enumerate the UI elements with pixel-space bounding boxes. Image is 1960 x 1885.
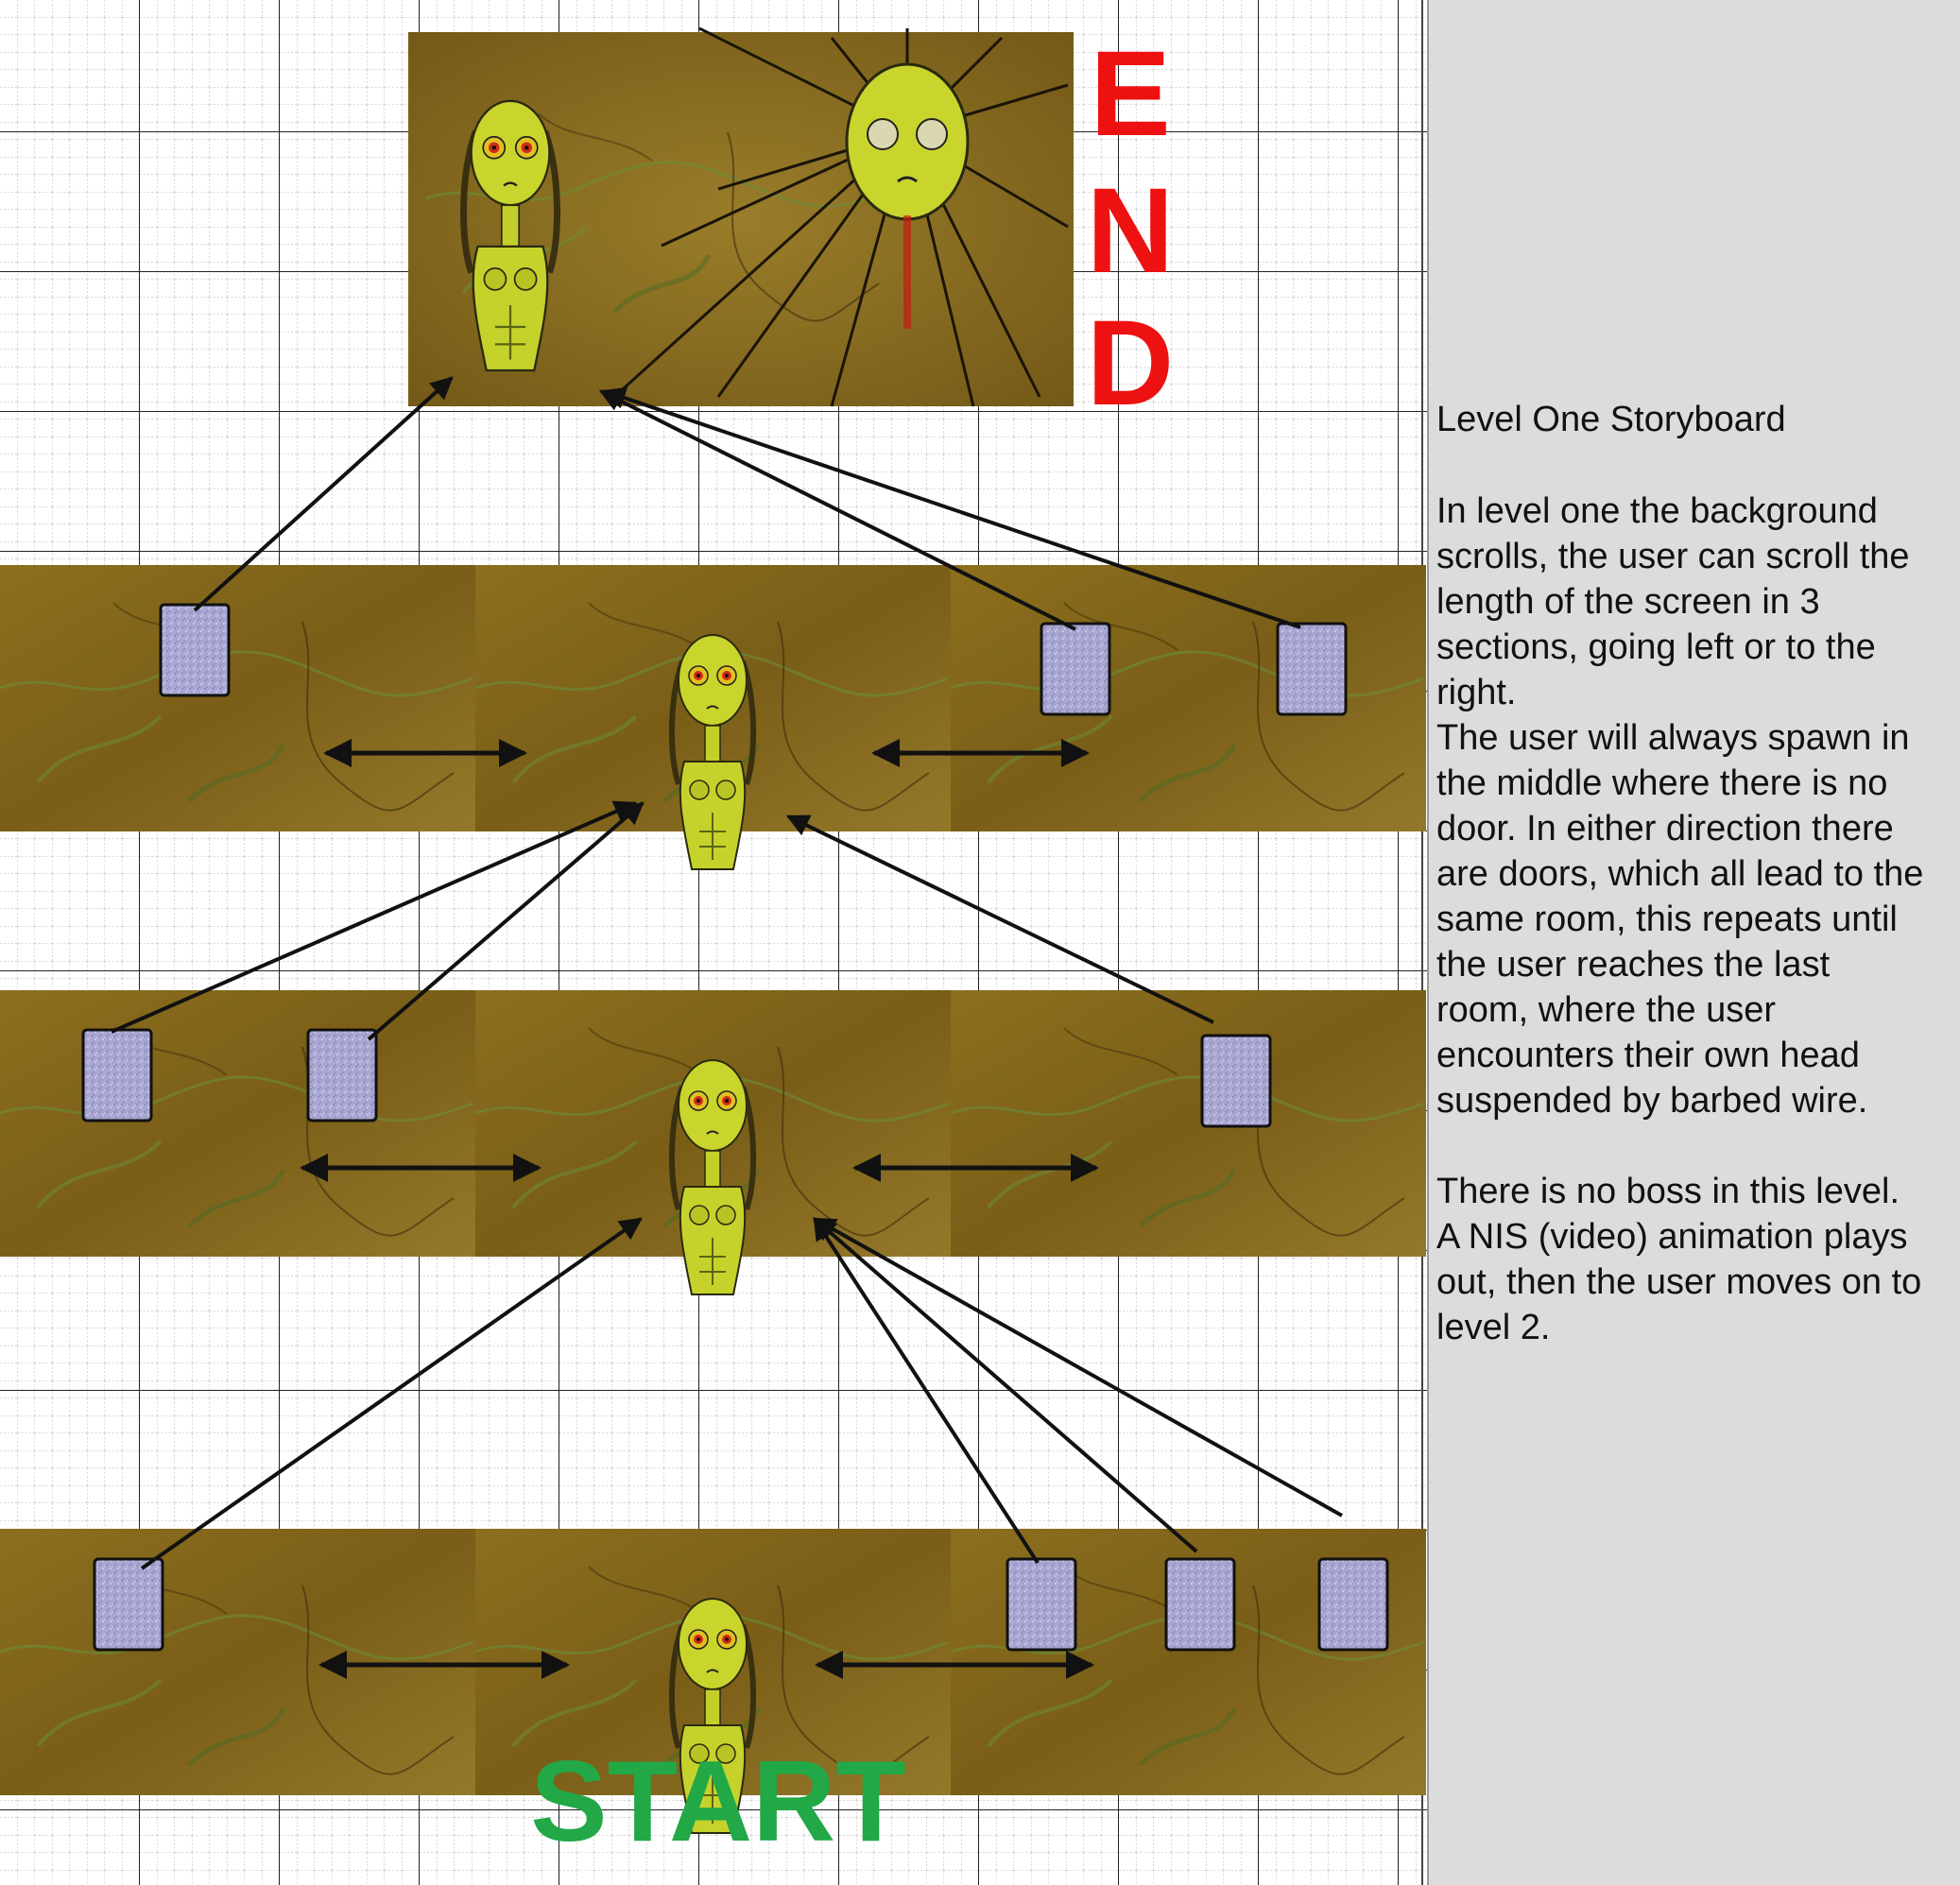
end-letter-n: N	[1087, 163, 1174, 299]
door-icon	[1006, 1557, 1077, 1652]
door-icon	[306, 1028, 378, 1122]
storyboard-title: Level One Storyboard	[1436, 400, 1786, 439]
end-letter-e: E	[1090, 26, 1170, 162]
arrow-icon	[602, 386, 1301, 629]
stitched-eye	[867, 118, 899, 150]
arrow-icon	[140, 1217, 643, 1570]
room-strip-middle	[0, 990, 1426, 1257]
arrow-icon	[193, 376, 454, 612]
head-mouth	[897, 176, 918, 183]
arrow-icon	[367, 801, 645, 1041]
end-letter-d: D	[1087, 296, 1174, 431]
arrow-icon	[598, 389, 1076, 631]
blood-drip	[903, 215, 911, 329]
door-icon	[1164, 1557, 1236, 1652]
arrow-icon	[813, 1216, 1040, 1565]
arrow-icon	[111, 800, 638, 1034]
room-section-background	[0, 565, 475, 831]
graph-paper: E N D START	[0, 0, 1427, 1885]
arrow-icon	[813, 1217, 1198, 1553]
door-icon	[93, 1557, 164, 1652]
room-strip-upper	[0, 565, 1426, 831]
door-icon	[1276, 622, 1348, 716]
head-face	[845, 62, 970, 221]
end-scene	[408, 26, 1074, 407]
arrow-icon	[785, 814, 1214, 1024]
description-panel	[1427, 0, 1960, 1885]
stitched-eye	[916, 118, 948, 150]
room-section-background	[0, 990, 475, 1257]
storyboard-paragraph-scroll: In level one the background scrolls, the…	[1436, 491, 1920, 712]
storyboard-paragraph-ending: There is no boss in this level. A NIS (v…	[1436, 1172, 1932, 1347]
door-icon	[1200, 1034, 1272, 1128]
storyboard-paragraph-spawn: The user will always spawn in the middle…	[1436, 718, 1924, 1121]
storyboard-diagram: E N D START	[0, 0, 1427, 1885]
arrow-icon	[812, 1217, 1343, 1517]
door-icon	[1317, 1557, 1389, 1652]
start-label: START	[530, 1737, 906, 1865]
room-section-background	[951, 565, 1426, 831]
suspended-head-icon	[845, 62, 970, 329]
door-icon	[81, 1028, 153, 1122]
room-section-background	[951, 990, 1426, 1257]
door-icon	[1040, 622, 1111, 716]
door-icon	[159, 603, 231, 697]
room-section-background	[0, 1529, 475, 1795]
